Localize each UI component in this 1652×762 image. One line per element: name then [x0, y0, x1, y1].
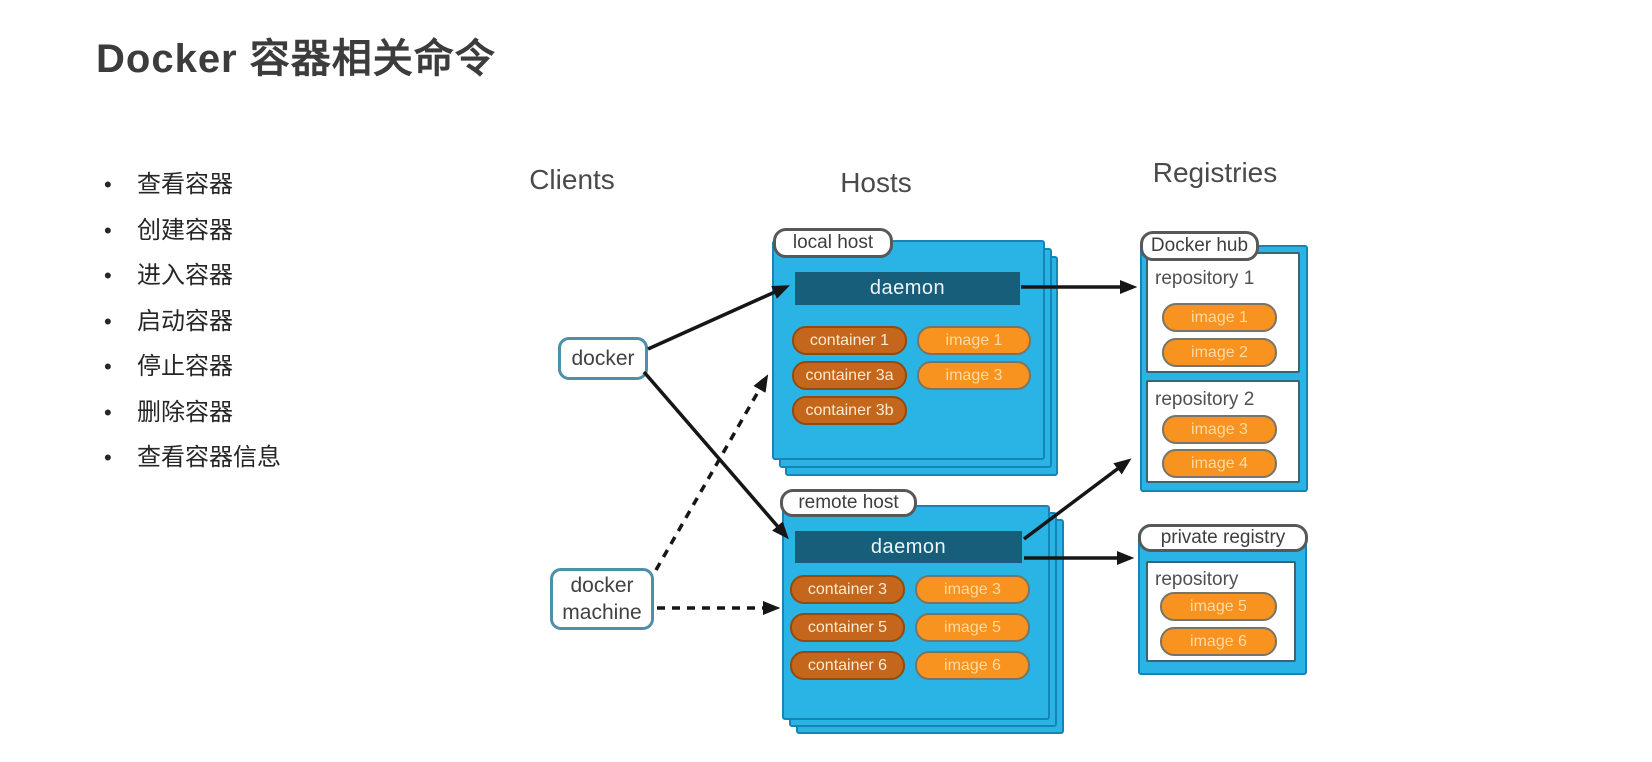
page-title: Docker 容器相关命令 — [96, 37, 496, 81]
remote-daemon-bar: daemon — [795, 531, 1022, 563]
image-pill: image 1 — [1162, 303, 1277, 332]
repository-name: repository — [1155, 569, 1239, 590]
container-pill: container 3 — [790, 575, 905, 604]
image-pill: image 6 — [1160, 627, 1277, 656]
list-item: 查看容器信息 — [104, 435, 281, 481]
image-pill: image 3 — [917, 361, 1031, 390]
list-item: 删除容器 — [104, 390, 281, 436]
list-item: 查看容器 — [104, 162, 281, 208]
image-pill: image 3 — [1162, 415, 1277, 444]
repository-name: repository 1 — [1155, 268, 1255, 289]
image-pill: image 1 — [917, 326, 1031, 355]
list-item: 停止容器 — [104, 344, 281, 390]
repository-name: repository 2 — [1155, 389, 1255, 410]
container-pill: container 1 — [792, 326, 907, 355]
container-pill: container 3b — [792, 396, 907, 425]
container-pill: container 5 — [790, 613, 905, 642]
container-pill: container 3a — [792, 361, 907, 390]
image-pill: image 5 — [915, 613, 1030, 642]
arrow-docker-to-local-daemon — [647, 285, 790, 351]
image-pill: image 6 — [915, 651, 1030, 680]
arrow-docker-to-remote-daemon — [642, 370, 789, 540]
local-daemon-bar: daemon — [795, 272, 1020, 305]
image-pill: image 3 — [915, 575, 1030, 604]
docker-hub-label: Docker hub — [1140, 231, 1259, 261]
remote-host-label: remote host — [780, 489, 917, 517]
local-host-label: local host — [773, 228, 893, 258]
list-item: 创建容器 — [104, 208, 281, 254]
header-hosts: Hosts — [840, 167, 912, 198]
image-pill: image 4 — [1162, 449, 1277, 478]
header-registries: Registries — [1152, 157, 1278, 188]
client-docker-machine: docker machine — [550, 568, 654, 630]
header-clients: Clients — [529, 164, 615, 195]
client-docker: docker — [558, 337, 648, 380]
container-pill: container 6 — [790, 651, 905, 680]
list-item: 进入容器 — [104, 253, 281, 299]
list-item: 启动容器 — [104, 299, 281, 345]
private-registry-label: private registry — [1138, 524, 1308, 552]
image-pill: image 2 — [1162, 338, 1277, 367]
command-bullet-list: 查看容器 创建容器 进入容器 启动容器 停止容器 删除容器 查看容器信息 — [104, 162, 281, 481]
image-pill: image 5 — [1160, 592, 1277, 621]
arrow-docker-machine-to-local-host-dashed — [654, 374, 769, 571]
